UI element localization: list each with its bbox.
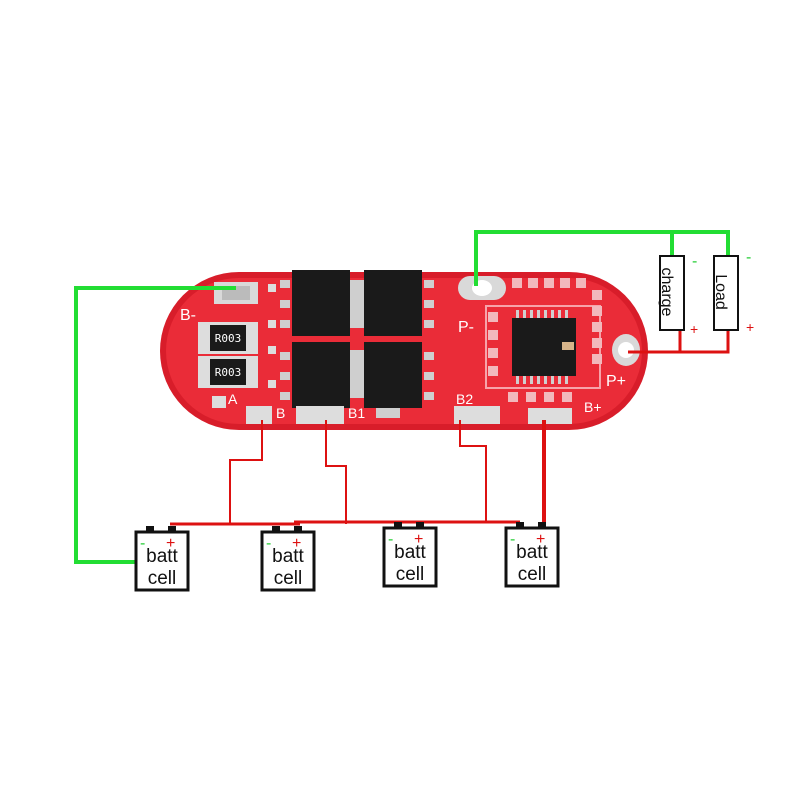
battery-cell-2: - + batt cell [260, 526, 316, 592]
battery-label-line1: batt [272, 546, 304, 567]
battery-label-line1: batt [516, 542, 548, 563]
p-plus-label: P+ [606, 373, 626, 390]
via [268, 284, 276, 292]
battery-terminal [168, 526, 176, 534]
green-wire-p-minus [474, 230, 730, 286]
mosfet-3 [280, 342, 364, 408]
b-label: B [276, 405, 285, 421]
battery-label-line2: cell [518, 564, 547, 585]
b-plus-label: B+ [584, 399, 602, 415]
shunt-resistor-2: R003 [198, 356, 258, 388]
battery-label-line2: cell [274, 568, 303, 589]
b2-pad [454, 406, 500, 424]
battery-minus-sign: - [266, 535, 271, 552]
wires [74, 230, 730, 564]
charge-minus-sign: - [692, 253, 697, 270]
via [268, 380, 276, 388]
b1-pad [296, 406, 344, 424]
p-plus-hole [618, 342, 634, 358]
smd-parts [488, 278, 602, 402]
battery-terminal [146, 526, 154, 534]
battery-terminal [538, 522, 546, 530]
a-pad [212, 396, 226, 408]
battery-minus-sign: - [388, 531, 393, 548]
mosfet-4 [364, 342, 434, 408]
battery-cell-4: - + batt cell [504, 522, 560, 588]
a-label: A [228, 391, 238, 407]
battery-minus-sign: - [510, 531, 515, 548]
charger-box: charge - + [658, 253, 698, 337]
charge-plus-sign: + [690, 321, 698, 337]
p-minus-label: P- [458, 319, 474, 336]
mosfet-1 [280, 270, 364, 336]
battery-terminal [294, 526, 302, 534]
battery-plus-sign: + [414, 531, 423, 548]
mosfet-2 [364, 270, 434, 336]
battery-plus-sign: + [536, 531, 545, 548]
battery-terminal [394, 522, 402, 530]
battery-label-line2: cell [148, 568, 177, 589]
red-wire-b [229, 420, 263, 524]
b-plus-pad [528, 408, 572, 424]
shunt-resistor-1: R003 [198, 322, 258, 354]
battery-cell-3: - + batt cell [382, 522, 438, 588]
smd-capacitor [562, 342, 574, 350]
green-wire-b-minus [74, 286, 236, 564]
red-wire-b2 [459, 420, 487, 522]
load-label: Load [712, 274, 729, 310]
mosfet-tab [376, 408, 400, 418]
b-minus-label: B- [180, 307, 196, 324]
battery-label-line1: batt [146, 546, 178, 567]
battery-label-line1: batt [394, 542, 426, 563]
battery-terminal [272, 526, 280, 534]
red-wire-p-plus [628, 330, 730, 354]
battery-minus-sign: - [140, 535, 145, 552]
battery-label-line2: cell [396, 564, 425, 585]
battery-terminal [416, 522, 424, 530]
resistor-code: R003 [215, 366, 242, 379]
via [268, 346, 276, 354]
charge-label: charge [658, 268, 675, 317]
b2-label: B2 [456, 391, 473, 407]
b1-label: B1 [348, 405, 365, 421]
ic-pins [516, 310, 568, 384]
resistor-code: R003 [215, 332, 242, 345]
pcb-board: B- R003 R003 [160, 270, 648, 430]
battery-terminal [516, 522, 524, 530]
via [268, 320, 276, 328]
red-wire-b1 [325, 420, 347, 524]
load-plus-sign: + [746, 319, 754, 335]
battery-plus-sign: + [292, 535, 301, 552]
load-box: Load - + [712, 249, 754, 335]
battery-cell-1: - + batt cell [134, 526, 190, 592]
load-minus-sign: - [746, 249, 751, 266]
b-pad [246, 406, 272, 424]
battery-plus-sign: + [166, 535, 175, 552]
